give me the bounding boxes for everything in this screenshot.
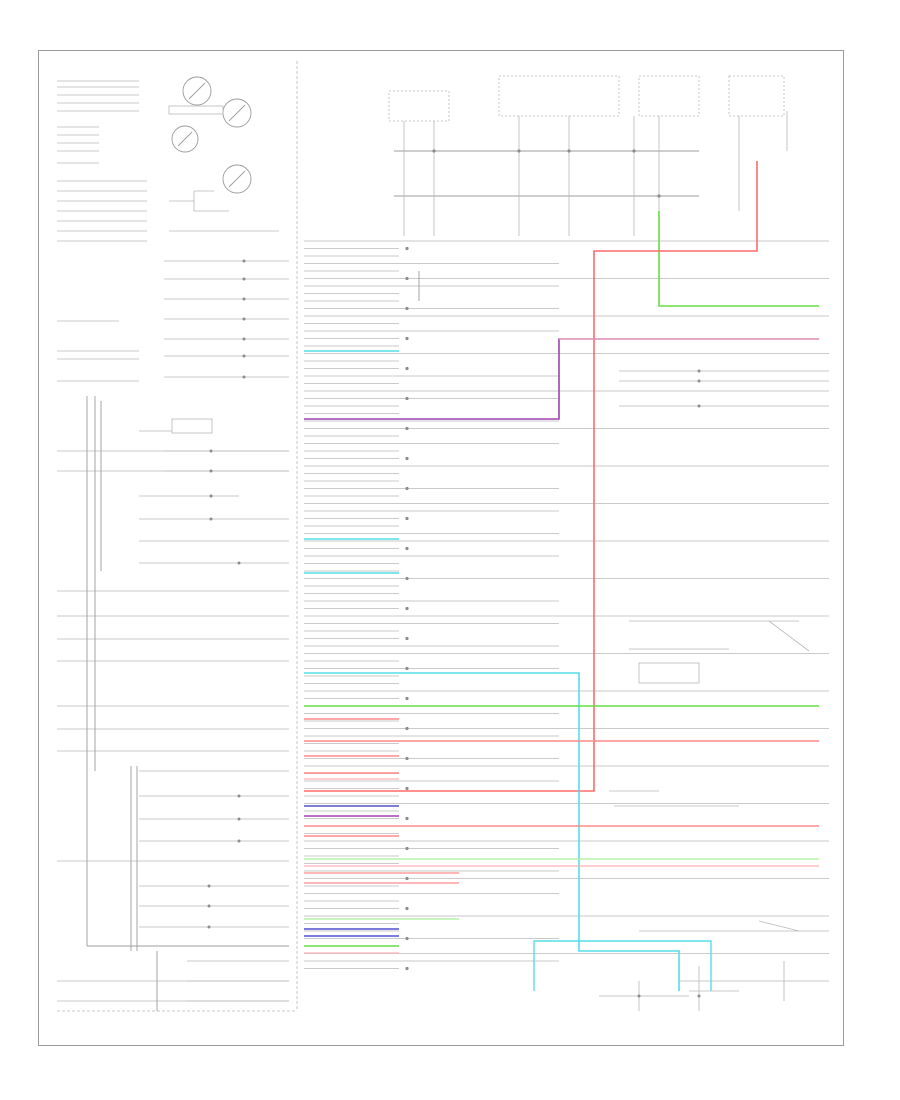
splice-dot (405, 276, 409, 281)
splice-dot (405, 576, 409, 581)
splice-dot (405, 456, 409, 461)
tachometer-gauge-icon (182, 76, 212, 106)
splice-dot (405, 906, 409, 911)
splice-dot (405, 516, 409, 521)
splice-dot (405, 366, 409, 371)
splice-dot (405, 876, 409, 881)
splice-dot (405, 816, 409, 821)
top-components (388, 75, 788, 236)
splice-dot (405, 396, 409, 401)
cyan-wire-bottom (533, 940, 712, 991)
splice-dot (405, 636, 409, 641)
splice-dot (405, 606, 409, 611)
splice-dot (405, 786, 409, 791)
splice-dot (405, 666, 409, 671)
splice-dot (405, 696, 409, 701)
splice-dot (405, 846, 409, 851)
splice-dot (405, 246, 409, 251)
green-wire (658, 211, 819, 307)
left-vertical-bus (86, 396, 289, 1011)
splice-dot (405, 756, 409, 761)
wiring-diagram-frame (38, 50, 844, 1046)
splice-dot (405, 336, 409, 341)
right-components (599, 369, 829, 1011)
indicator-rows (139, 259, 289, 1002)
colored-wires (304, 161, 819, 991)
gauge-cluster (168, 76, 279, 232)
splice-dot (405, 966, 409, 971)
splice-dot (405, 726, 409, 731)
splice-dot (405, 306, 409, 311)
splice-dot (405, 426, 409, 431)
splice-dot (405, 936, 409, 941)
splice-dot (405, 546, 409, 551)
red-wire-main (304, 161, 758, 792)
wiring-diagram (57, 61, 829, 1012)
splice-dot (405, 486, 409, 491)
cyan-wire-long (304, 672, 680, 991)
temperature-gauge-icon (171, 125, 199, 153)
fuel-gauge-icon (222, 164, 252, 194)
